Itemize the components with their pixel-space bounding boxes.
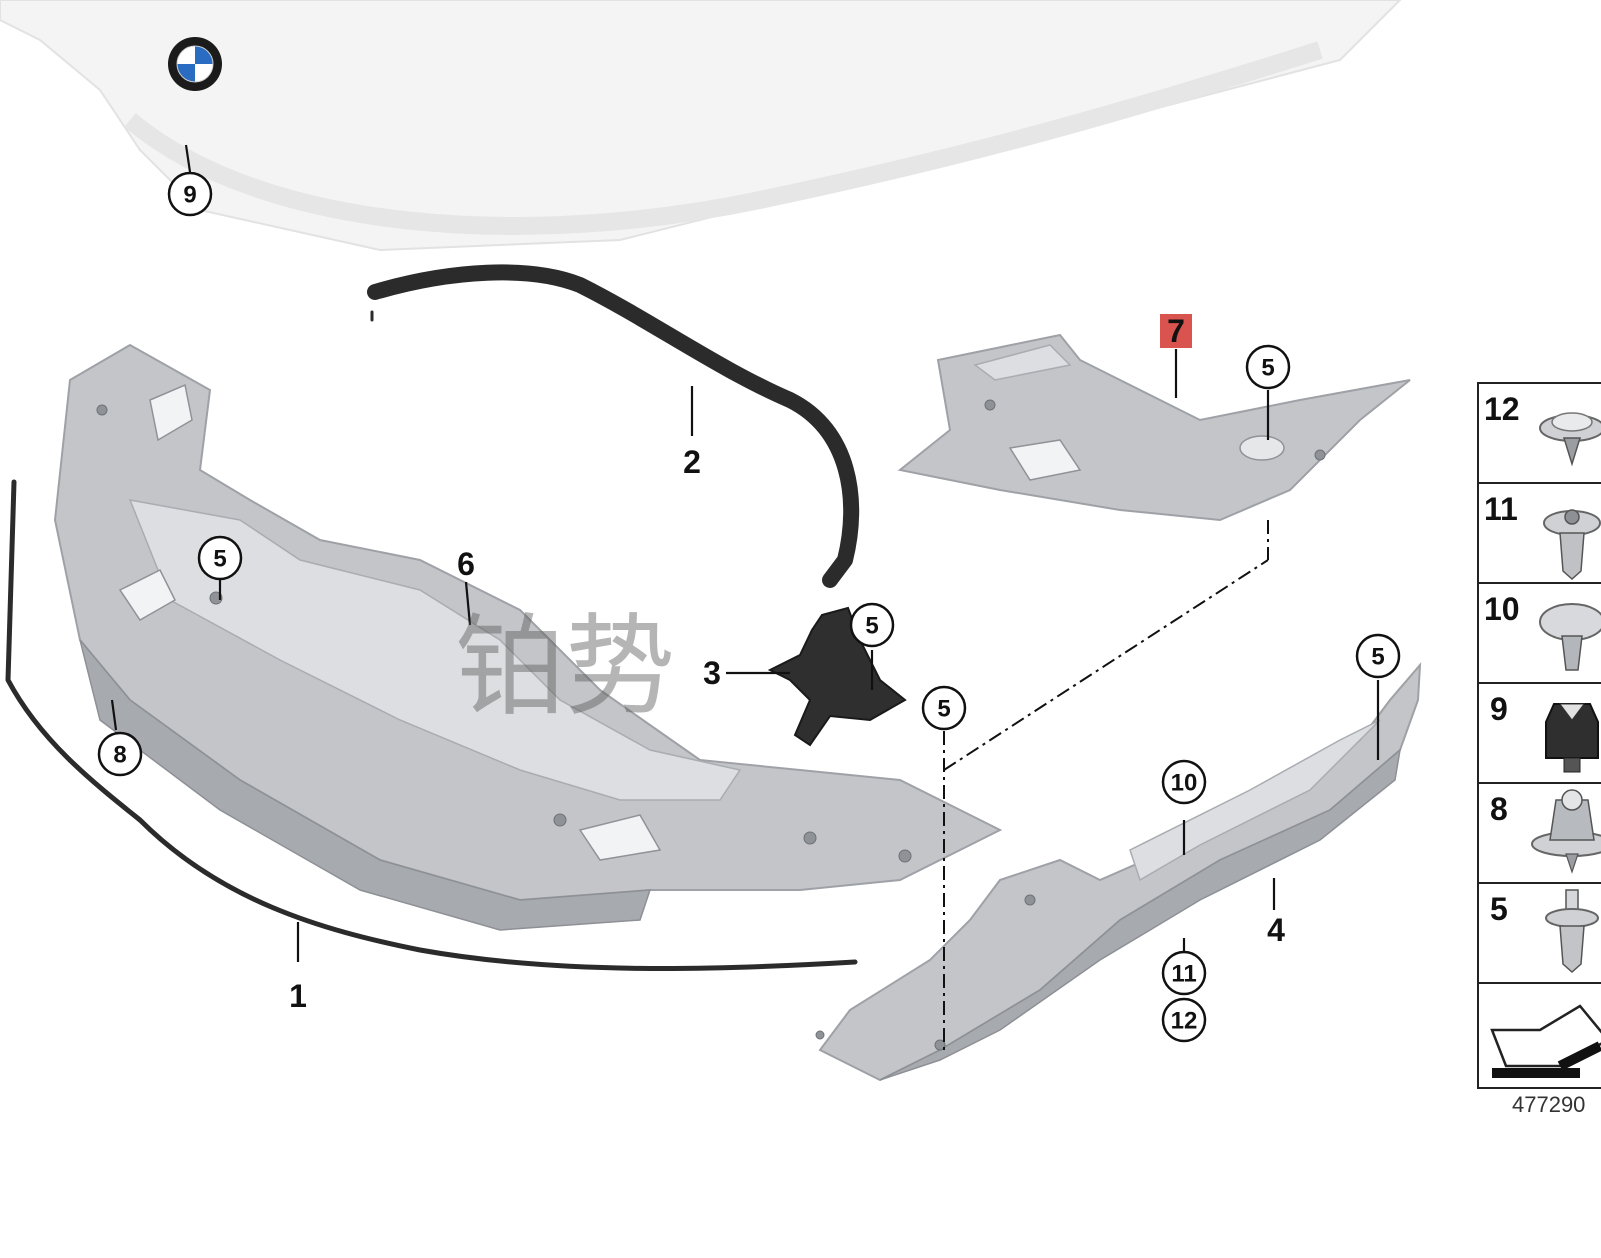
- callout-4: 4: [1267, 912, 1285, 948]
- fastener-legend: 12 11 10 9 8 5: [1477, 382, 1601, 1089]
- callout-12: 12: [1161, 997, 1207, 1043]
- watermark: 铂势: [455, 603, 675, 731]
- figure-number: 477290: [1512, 1092, 1585, 1117]
- legend-num-5: 5: [1490, 891, 1508, 927]
- svg-text:5: 5: [1261, 355, 1274, 382]
- svg-text:5: 5: [937, 696, 950, 723]
- callout-3: 3: [703, 655, 721, 691]
- expanding-rivet-icon: [1543, 509, 1601, 581]
- callout-5-bracket: 5: [849, 602, 895, 648]
- front-panel: [53, 343, 1003, 931]
- svg-text:7: 7: [1167, 313, 1185, 349]
- svg-text:5: 5: [1371, 644, 1384, 671]
- callout-11: 11: [1161, 950, 1207, 996]
- seal-strip-lower: [5, 479, 858, 972]
- mushroom-clip-icon: [1539, 603, 1601, 671]
- legend-num-10: 10: [1484, 591, 1520, 627]
- side-rail: [815, 662, 1422, 1082]
- callout-5-right-top: 5: [1245, 344, 1291, 390]
- callout-8: 8: [97, 731, 143, 777]
- callout-1: 1: [289, 978, 307, 1014]
- legend-num-8: 8: [1490, 791, 1508, 827]
- callout-10: 10: [1161, 759, 1207, 805]
- push-pin-icon: [1545, 889, 1599, 974]
- hood: [0, 0, 1402, 252]
- svg-text:10: 10: [1171, 770, 1198, 797]
- svg-text:9: 9: [183, 182, 196, 209]
- bmw-roundel-icon: [168, 37, 222, 91]
- svg-text:12: 12: [1171, 1008, 1198, 1035]
- push-clip-icon: [1539, 412, 1601, 467]
- callout-9-top: 9: [167, 171, 213, 217]
- callout-2: 2: [683, 444, 701, 480]
- callout-5-left-panel: 5: [197, 535, 243, 581]
- svg-text:5: 5: [865, 613, 878, 640]
- arrow-symbol-icon: [1490, 1004, 1601, 1078]
- callout-5-mid: 5: [921, 685, 967, 731]
- legend-num-9: 9: [1490, 691, 1508, 727]
- legend-num-11: 11: [1484, 491, 1518, 527]
- callout-5-rail: 5: [1355, 633, 1401, 679]
- svg-text:8: 8: [113, 742, 126, 769]
- callout-6: 6: [457, 546, 475, 582]
- rubber-buffer-icon: [1545, 703, 1599, 773]
- right-side-cover: [897, 333, 1411, 522]
- clip-with-base-icon: [1531, 789, 1601, 874]
- legend-num-12: 12: [1484, 391, 1520, 427]
- bracket: [767, 606, 907, 747]
- svg-text:11: 11: [1171, 961, 1196, 988]
- seal-strip-upper: [367, 264, 860, 588]
- callout-7: 7: [1160, 313, 1192, 349]
- svg-text:5: 5: [213, 546, 226, 573]
